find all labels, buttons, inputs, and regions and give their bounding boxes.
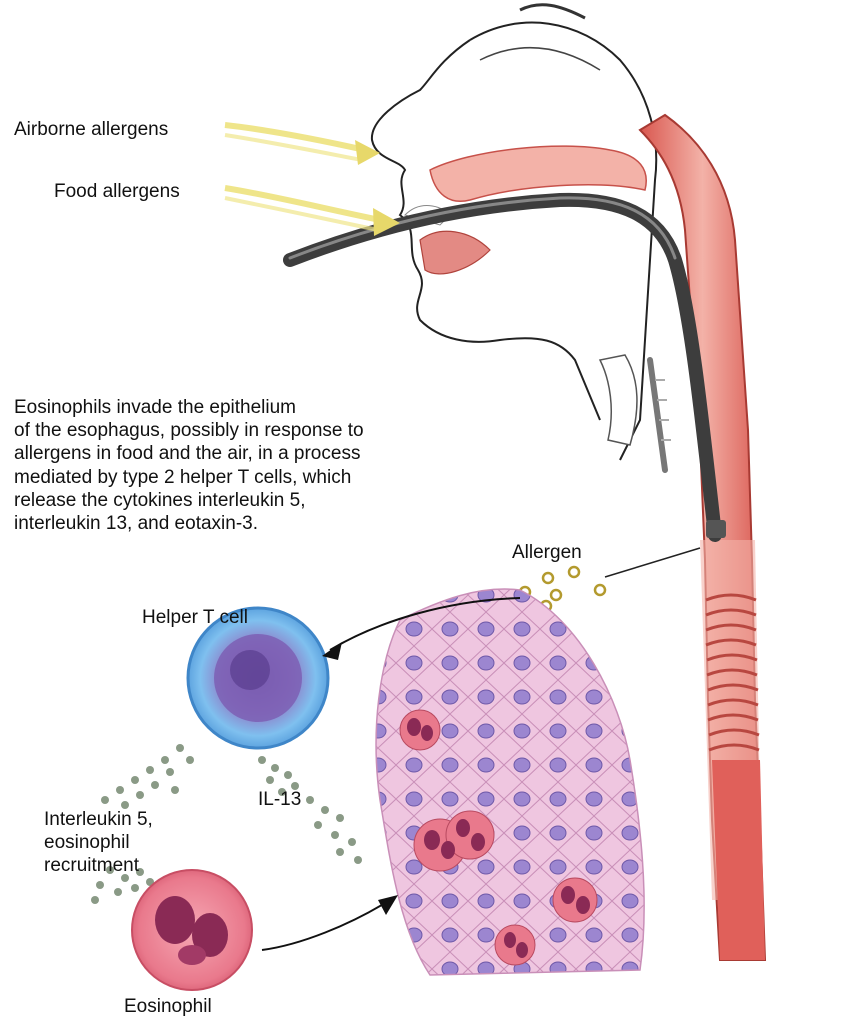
interleukin5-label: Interleukin 5, eosinophil recruitment [44,808,153,878]
il13-label: IL-13 [258,788,301,811]
epithelium-tissue [376,589,644,975]
caption-line: mediated by type 2 helper T cells, which [14,466,514,489]
eosinophil-cell [132,870,252,990]
food-allergens-label: Food allergens [54,180,180,203]
allergen-pointer [605,548,700,577]
il5-line: eosinophil [44,831,153,854]
eosinophil-label: Eosinophil [124,995,212,1018]
airborne-allergen-arrow [225,125,380,165]
caption-line: Eosinophils invade the epithelium [14,396,514,419]
caption-line: allergens in food and the air, in a proc… [14,442,514,465]
food-allergen-arrow [225,188,400,236]
larynx [600,355,671,470]
description-caption: Eosinophils invade the epithelium of the… [14,396,514,535]
caption-line: of the esophagus, possibly in response t… [14,419,514,442]
caption-line: release the cytokines interleukin 5, [14,489,514,512]
allergen-label: Allergen [512,541,582,564]
helper-t-cell-label: Helper T cell [142,606,248,629]
il5-line: Interleukin 5, [44,808,153,831]
eosinophil-to-tissue-arrow [262,895,398,950]
caption-line: interleukin 13, and eotaxin-3. [14,512,514,535]
airborne-allergens-label: Airborne allergens [14,118,168,141]
il5-line: recruitment [44,854,153,877]
